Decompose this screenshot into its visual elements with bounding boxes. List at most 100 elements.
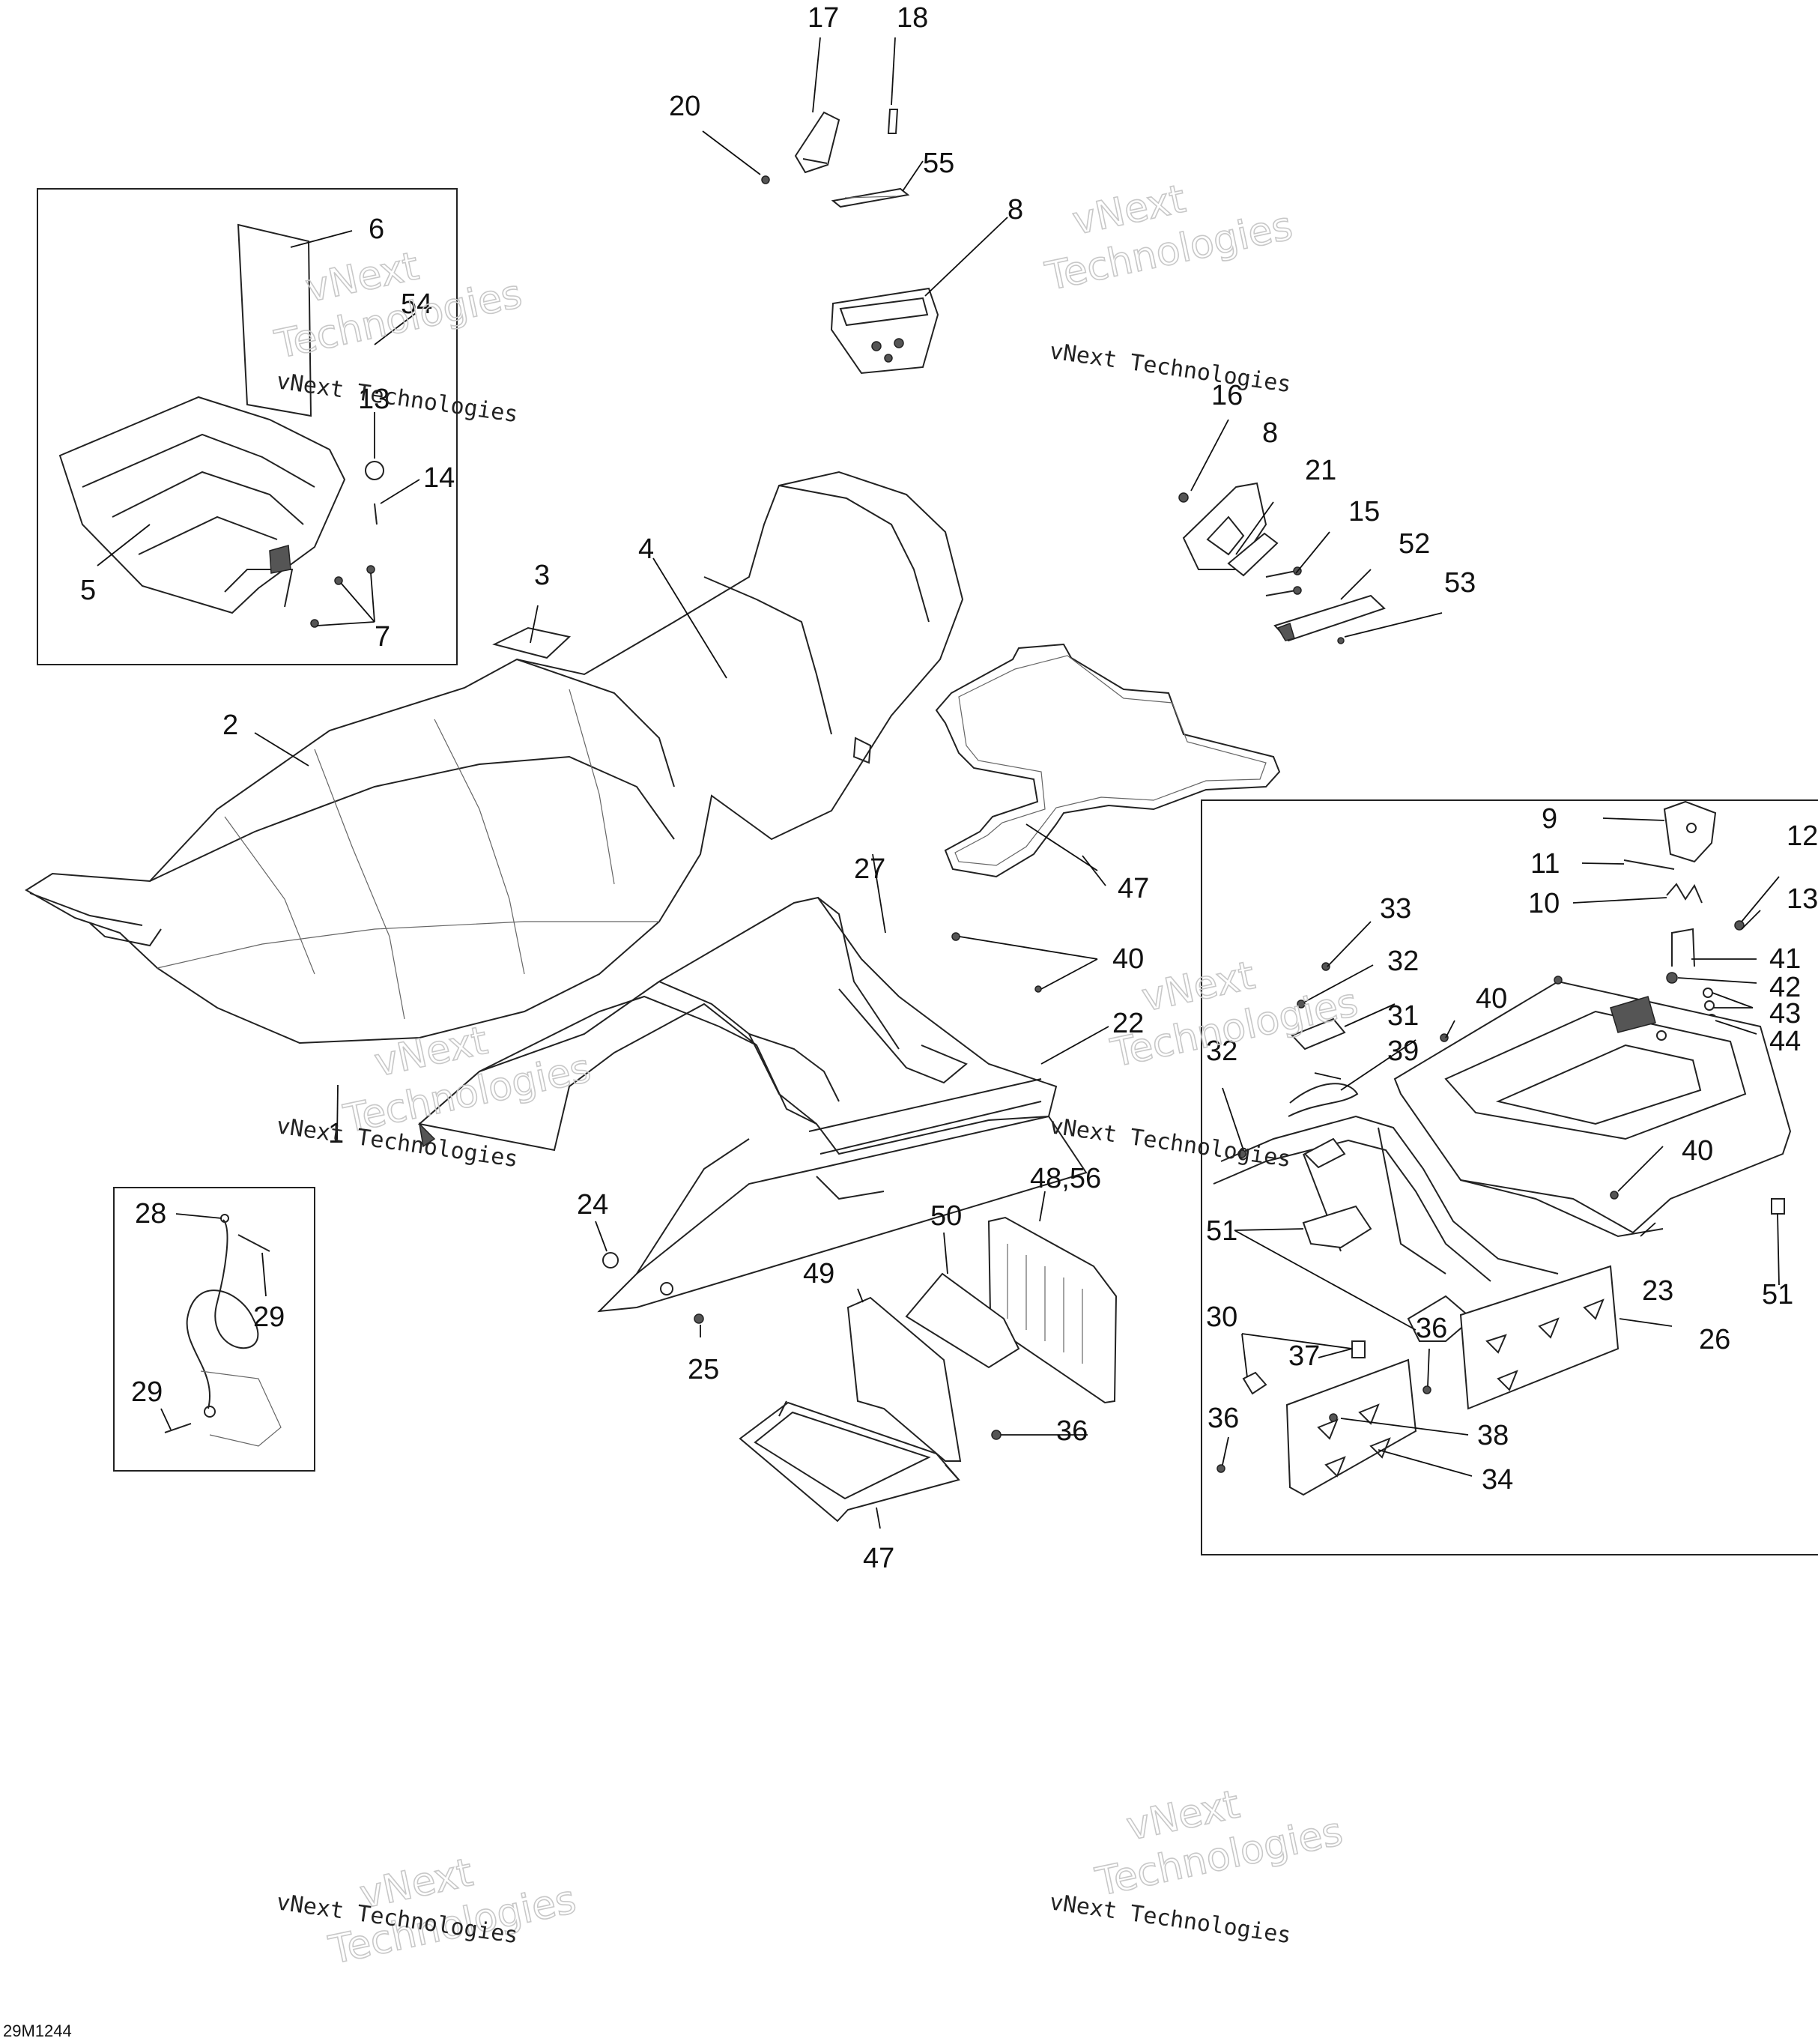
callout-25: 25: [688, 1354, 719, 1385]
callout-48-56: 49: [803, 1258, 834, 1289]
callout-21: 21: [1305, 455, 1336, 486]
part-screw-40a: [951, 932, 960, 941]
part-screws-7: [310, 565, 375, 628]
callout-31: 31: [1387, 1000, 1419, 1032]
callout-54: 54: [401, 288, 432, 320]
part-decal: [831, 187, 910, 208]
leader-lines: [97, 37, 1780, 1529]
callout-32: 32: [1206, 1035, 1237, 1067]
callout-55: 55: [923, 148, 954, 179]
callout-40-rack-bottom: 40: [1682, 1135, 1713, 1167]
callout-51: 51: [1762, 1279, 1793, 1310]
part-screws-16: [1265, 566, 1302, 596]
part-rack-small-parts: [1216, 962, 1785, 1473]
callout-41: 41: [1769, 943, 1801, 975]
callout-labels: 17 18 20 55 8 6 54 13 14 5 7 16 8 21 15 …: [80, 2, 1818, 1574]
callout-40-rack-top: 40: [1476, 983, 1507, 1015]
callout-15: 14: [423, 462, 455, 494]
callout-37: 37: [1288, 1340, 1320, 1372]
callout-45: 47: [1118, 873, 1149, 904]
callout-12: 12: [1787, 820, 1818, 852]
callout-8-upper: 8: [1008, 194, 1023, 226]
callout-38: 38: [1477, 1420, 1509, 1451]
watermark-line-1: vNext Technologies: [275, 368, 520, 428]
callout-36-bin: 36: [1056, 1415, 1088, 1447]
callout-26: 26: [1699, 1324, 1730, 1355]
callout-42: 42: [1769, 972, 1801, 1003]
part-storage-bin: [739, 1296, 962, 1523]
callout-47: 47: [863, 1543, 894, 1574]
callout-52: 52: [1399, 528, 1430, 560]
callout-29-top: 29: [253, 1301, 285, 1333]
callout-35: 34: [1482, 1464, 1513, 1496]
part-taillight-housing: [1182, 482, 1267, 570]
callout-13: 13: [1787, 883, 1818, 915]
part-mounting-plate-35: [1285, 1358, 1417, 1496]
part-grommet-14: [365, 461, 384, 480]
part-pin: [887, 109, 899, 134]
part-storage-door: [987, 1216, 1118, 1404]
part-seat-pad-inner: [954, 655, 1267, 866]
callout-33: 32: [1387, 946, 1419, 977]
part-reflector-plate: [1273, 594, 1386, 642]
inset-frame-tether-cord: [113, 1187, 315, 1472]
callout-49: 50: [930, 1200, 962, 1232]
callout-6: 6: [369, 214, 384, 245]
callout-16: 15: [1348, 496, 1380, 527]
part-hinge-pin: [1623, 859, 1675, 870]
callout-10: 10: [1528, 888, 1560, 919]
callout-27: 27: [854, 853, 885, 885]
callout-1: 1: [328, 1118, 344, 1149]
part-spring: [1666, 883, 1703, 904]
callout-5: 5: [80, 575, 96, 606]
callout-20: 20: [669, 91, 700, 122]
figure-code: 29M1244: [3, 2022, 72, 2040]
part-light-housing-upper: [830, 287, 939, 375]
part-nut-24: [602, 1252, 619, 1269]
callout-18: 17: [808, 2, 839, 34]
callout-50: 51: [1206, 1215, 1237, 1247]
callout-11: 11: [1530, 848, 1560, 880]
callout-36-rack-top: 36: [1416, 1313, 1447, 1344]
callout-14: 13: [358, 384, 390, 415]
part-backrest-plate: [237, 223, 312, 417]
callout-29-bottom: 29: [131, 1376, 163, 1408]
part-u-bolt: [1671, 928, 1695, 967]
part-hinge-bracket: [1663, 800, 1717, 863]
part-nut-17: [1178, 492, 1189, 503]
callout-30: 30: [1206, 1301, 1237, 1333]
callout-7: 7: [375, 621, 390, 653]
part-foam-pad: [905, 1272, 1020, 1369]
part-clip-25: [694, 1313, 704, 1324]
part-support-bracket: [1302, 1205, 1372, 1249]
part-seat: [25, 471, 964, 1044]
part-rack-frame: [58, 396, 346, 614]
callout-28: 28: [135, 1198, 166, 1230]
part-light-bracket: [1227, 532, 1279, 577]
callout-43: 43: [1769, 998, 1801, 1029]
callout-9: 9: [1542, 803, 1557, 835]
callout-46: 48,56: [1030, 1163, 1101, 1194]
part-handle-bracket: [794, 111, 840, 174]
inset-frame-luggage-rack: [1201, 799, 1818, 1555]
part-screw-53: [1337, 637, 1345, 644]
part-screw-40b: [1034, 985, 1042, 993]
callout-17: 16: [1211, 380, 1243, 411]
part-screw-15: [374, 503, 378, 525]
part-support-bracket-lower: [1407, 1295, 1473, 1342]
inset-frame-rear-rack: [37, 188, 458, 665]
part-rear-body: [417, 896, 1088, 1313]
callout-34: 33: [1380, 893, 1411, 925]
part-rack-deck: [1393, 980, 1792, 1238]
part-screw-36a: [991, 1430, 1002, 1440]
callout-39: 39: [1387, 1035, 1419, 1067]
callout-23: 23: [1642, 1275, 1673, 1307]
callout-44: 44: [1769, 1026, 1801, 1057]
part-mounting-plate-26: [1459, 1265, 1619, 1410]
part-seat-pad: [935, 643, 1281, 878]
callout-24: 24: [577, 1189, 608, 1221]
part-rivet: [761, 175, 770, 184]
callout-53: 53: [1444, 567, 1476, 599]
watermark-line-6: vNext Technologies: [1048, 1889, 1293, 1949]
